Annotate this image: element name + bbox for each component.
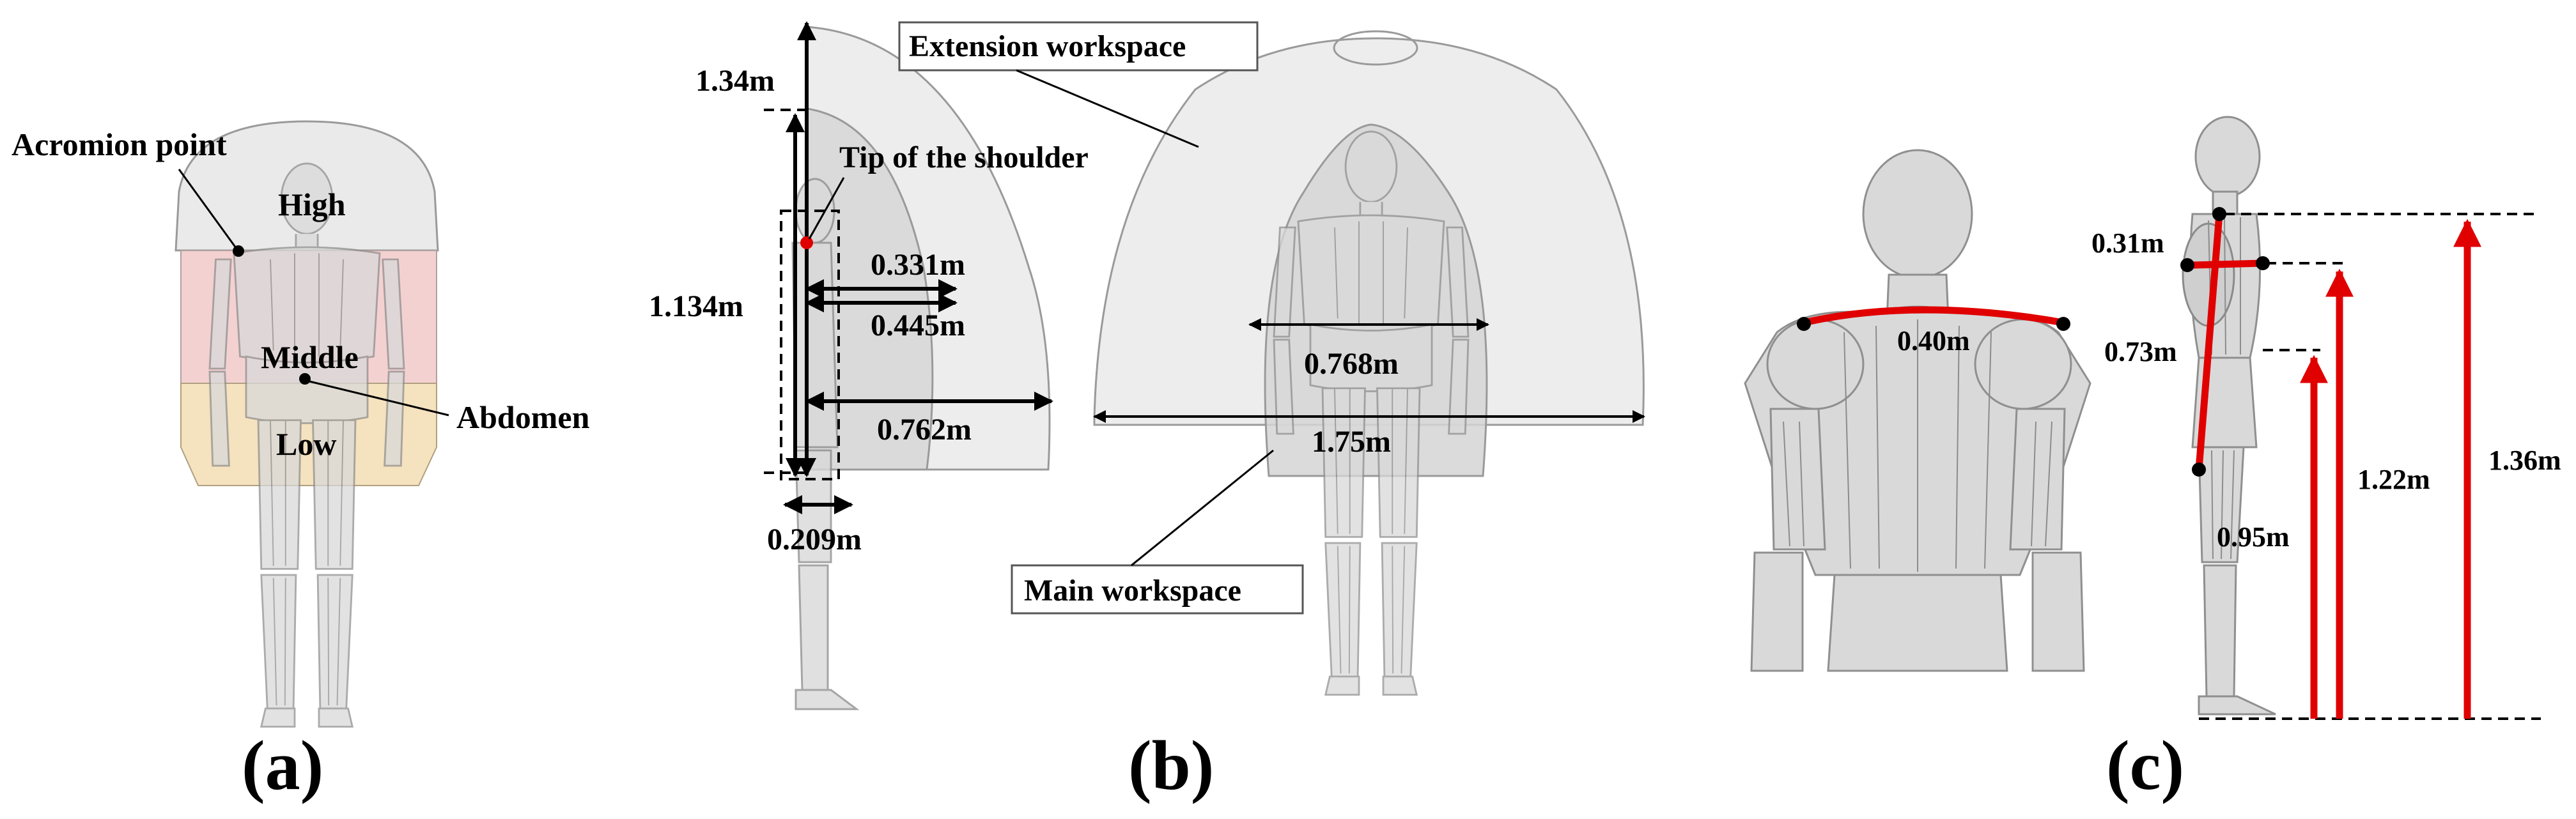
label-1-75m: 1.75m	[1312, 425, 1391, 459]
box-extension-workspace	[898, 21, 1259, 72]
tip-shoulder-dot	[800, 236, 813, 249]
leader-tip-shoulder	[808, 177, 845, 240]
panel-a: High Middle Low Acromion point Abdomen (…	[12, 120, 590, 804]
label-main-workspace: Main workspace	[1024, 574, 1241, 608]
depth-box	[780, 210, 840, 480]
back-view-mannequin	[1744, 149, 2091, 672]
panel-b: 1.34m 1.134m 0.209m Tip of the shoulder …	[649, 21, 1645, 804]
abdomen-dot	[299, 373, 311, 385]
label-1-22m: 1.22m	[2357, 464, 2430, 495]
label-low: Low	[276, 426, 336, 462]
chest-back-dot	[2180, 258, 2194, 272]
chest-front-dot	[2256, 256, 2270, 270]
zone-low	[180, 383, 437, 486]
label-1-36m: 1.36m	[2488, 445, 2561, 476]
label-0-445m: 0.445m	[871, 309, 965, 342]
shoulder-width-curve	[1803, 306, 2064, 326]
caption-c: (c)	[2106, 726, 2184, 804]
label-middle: Middle	[261, 339, 359, 375]
label-0-40m: 0.40m	[1897, 325, 1970, 356]
shoulder-dot-left	[1797, 317, 1811, 331]
trunk-line-red	[2195, 213, 2223, 470]
label-acromion-point: Acromion point	[12, 126, 227, 162]
leader-extension	[1016, 69, 1199, 148]
label-high: High	[278, 187, 346, 222]
label-tip-shoulder: Tip of the shoulder	[839, 141, 1089, 174]
shoulder-dot-right	[2056, 317, 2070, 331]
panel-c: 0.40m 0.31m 0.73m 0	[1744, 116, 2561, 804]
front-extension-top	[1333, 30, 1418, 66]
label-1-34m: 1.34m	[695, 64, 775, 98]
leader-acromion	[178, 169, 239, 251]
label-0-31m: 0.31m	[2091, 227, 2164, 259]
side-acromion-dot	[2212, 207, 2226, 221]
label-0-73m: 0.73m	[2104, 336, 2177, 367]
leader-main	[1131, 449, 1274, 567]
caption-a: (a)	[242, 726, 323, 804]
side-view-mannequin	[2182, 116, 2276, 716]
leader-abdomen	[306, 379, 449, 417]
acromion-dot	[233, 245, 244, 257]
hip-dot	[2192, 463, 2206, 477]
label-0-331m: 0.331m	[871, 248, 965, 282]
chest-depth-line-red	[2192, 259, 2263, 269]
caption-b: (b)	[1128, 726, 1214, 804]
label-0-209m: 0.209m	[767, 523, 862, 556]
box-main-workspace	[1011, 564, 1304, 615]
label-extension-workspace: Extension workspace	[909, 29, 1186, 63]
label-abdomen: Abdomen	[456, 399, 590, 435]
label-0-768m: 0.768m	[1304, 347, 1399, 381]
label-0-762m: 0.762m	[877, 413, 972, 447]
label-1-134m: 1.134m	[649, 289, 743, 323]
label-0-95m: 0.95m	[2217, 521, 2290, 553]
